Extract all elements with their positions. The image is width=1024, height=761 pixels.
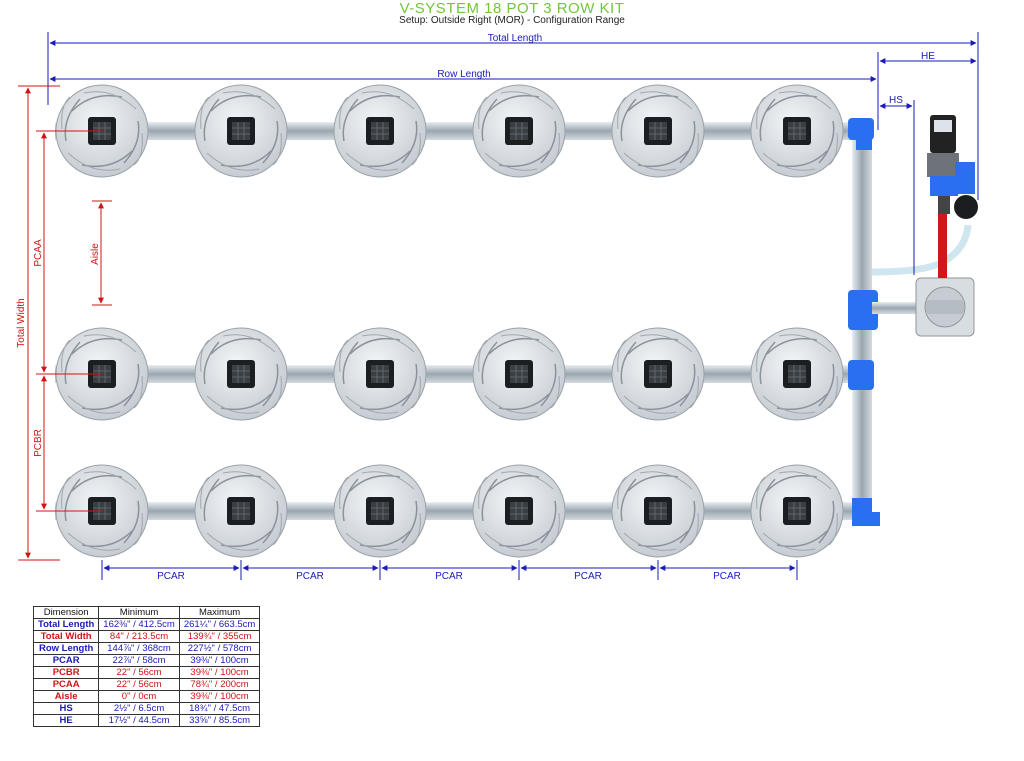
pcar-label-4: PCAR <box>574 571 602 582</box>
manifold-elbow-top <box>856 118 872 150</box>
row-pipe-3 <box>55 502 855 520</box>
pot <box>611 464 705 558</box>
dimension-name: PCAA <box>32 678 100 691</box>
dimension-name: Row Length <box>32 642 100 655</box>
table-header: Minimum <box>98 606 180 619</box>
control-box <box>915 277 975 337</box>
dimension-max: 139¾" / 355cm <box>178 630 261 643</box>
pot <box>194 84 288 178</box>
pcar-label-1: PCAR <box>157 571 185 582</box>
dimension-min: 84" / 213.5cm <box>98 630 180 643</box>
manifold-elbow-bottom <box>852 498 880 526</box>
manifold-connector-row2 <box>848 360 874 390</box>
table-row: PCAA 22" / 56cm 78¾" / 200cm <box>32 678 261 691</box>
layout-diagram: Total Length HE Row Length HS PCAR PCAR … <box>16 32 979 582</box>
dimension-min: 22" / 56cm <box>98 678 180 691</box>
dimension-min: 0" / 0cm <box>98 690 180 703</box>
page-title: V-SYSTEM 18 POT 3 ROW KIT <box>399 0 625 17</box>
feed-hose <box>871 224 972 276</box>
table-row: Total Width 84" / 213.5cm 139¾" / 355cm <box>32 630 261 643</box>
dimension-min: 162⅜" / 412.5cm <box>98 618 180 631</box>
pot <box>194 327 288 421</box>
link-pipe <box>872 302 916 314</box>
pot <box>750 464 844 558</box>
dimension-name: PCAR <box>32 654 100 667</box>
table-header: Maximum <box>178 606 261 619</box>
pot <box>750 327 844 421</box>
manifold-connector-mid <box>848 290 878 330</box>
dimension-max: 39⅜" / 100cm <box>178 690 261 703</box>
dimension-max: 227½" / 578cm <box>178 642 261 655</box>
table-row: HE 17½" / 44.5cm 33⅝" / 85.5cm <box>32 714 261 727</box>
dimension-max: 39⅜" / 100cm <box>178 654 261 667</box>
pcar-label-3: PCAR <box>435 571 463 582</box>
dimension-max: 33⅝" / 85.5cm <box>178 714 261 727</box>
dimension-min: 17½" / 44.5cm <box>98 714 180 727</box>
table-header-row: Dimension Minimum Maximum <box>32 606 261 619</box>
red-feed-pipe <box>938 212 947 278</box>
table-row: Total Length 162⅜" / 412.5cm 261¼" / 663… <box>32 618 261 631</box>
table-header: Dimension <box>32 606 100 619</box>
pot <box>611 84 705 178</box>
dimension-min: 144⅞" / 368cm <box>98 642 180 655</box>
dimension-max: 18¾" / 47.5cm <box>178 702 261 715</box>
gauge-icon <box>954 195 978 219</box>
aisle-label: Aisle <box>90 243 101 265</box>
pot <box>333 84 427 178</box>
total-length-label: Total Length <box>488 33 543 44</box>
table-row: PCBR 22" / 56cm 39⅜" / 100cm <box>32 666 261 679</box>
row-pipe-1 <box>55 122 855 140</box>
dimension-name: Total Length <box>32 618 100 631</box>
total-width-label: Total Width <box>16 298 27 347</box>
row-pipes <box>55 122 855 520</box>
dimension-name: HS <box>32 702 100 715</box>
pot <box>472 84 566 178</box>
dimension-max: 39⅜" / 100cm <box>178 666 261 679</box>
table-row: Aisle 0" / 0cm 39⅜" / 100cm <box>32 690 261 703</box>
pot <box>333 327 427 421</box>
dimension-name: Aisle <box>32 690 100 703</box>
pot <box>194 464 288 558</box>
page-subtitle: Setup: Outside Right (MOR) - Configurati… <box>399 15 625 26</box>
pot <box>750 84 844 178</box>
dimension-table: Dimension Minimum Maximum Total Length 1… <box>32 606 261 727</box>
he-label: HE <box>921 51 935 62</box>
table-row: PCAR 22⅞" / 58cm 39⅜" / 100cm <box>32 654 261 667</box>
dimension-min: 22" / 56cm <box>98 666 180 679</box>
pot <box>472 327 566 421</box>
pcbr-label: PCBR <box>33 429 44 457</box>
table-row: Row Length 144⅞" / 368cm 227½" / 578cm <box>32 642 261 655</box>
pump-assembly <box>927 115 978 278</box>
table-row: HS 2½" / 6.5cm 18¾" / 47.5cm <box>32 702 261 715</box>
dimension-name: HE <box>32 714 100 727</box>
row-pipe-2 <box>55 365 855 383</box>
dimension-max: 78¾" / 200cm <box>178 678 261 691</box>
row-length-label: Row Length <box>437 69 490 80</box>
dimension-max: 261¼" / 663.5cm <box>178 618 261 631</box>
pcar-label-2: PCAR <box>296 571 324 582</box>
pcaa-label: PCAA <box>33 239 44 267</box>
hs-label: HS <box>889 95 903 106</box>
dimension-min: 22⅞" / 58cm <box>98 654 180 667</box>
pot <box>472 464 566 558</box>
pot <box>611 327 705 421</box>
dimension-name: PCBR <box>32 666 100 679</box>
dimension-name: Total Width <box>32 630 100 643</box>
pcar-label-5: PCAR <box>713 571 741 582</box>
dimension-min: 2½" / 6.5cm <box>98 702 180 715</box>
pot <box>333 464 427 558</box>
